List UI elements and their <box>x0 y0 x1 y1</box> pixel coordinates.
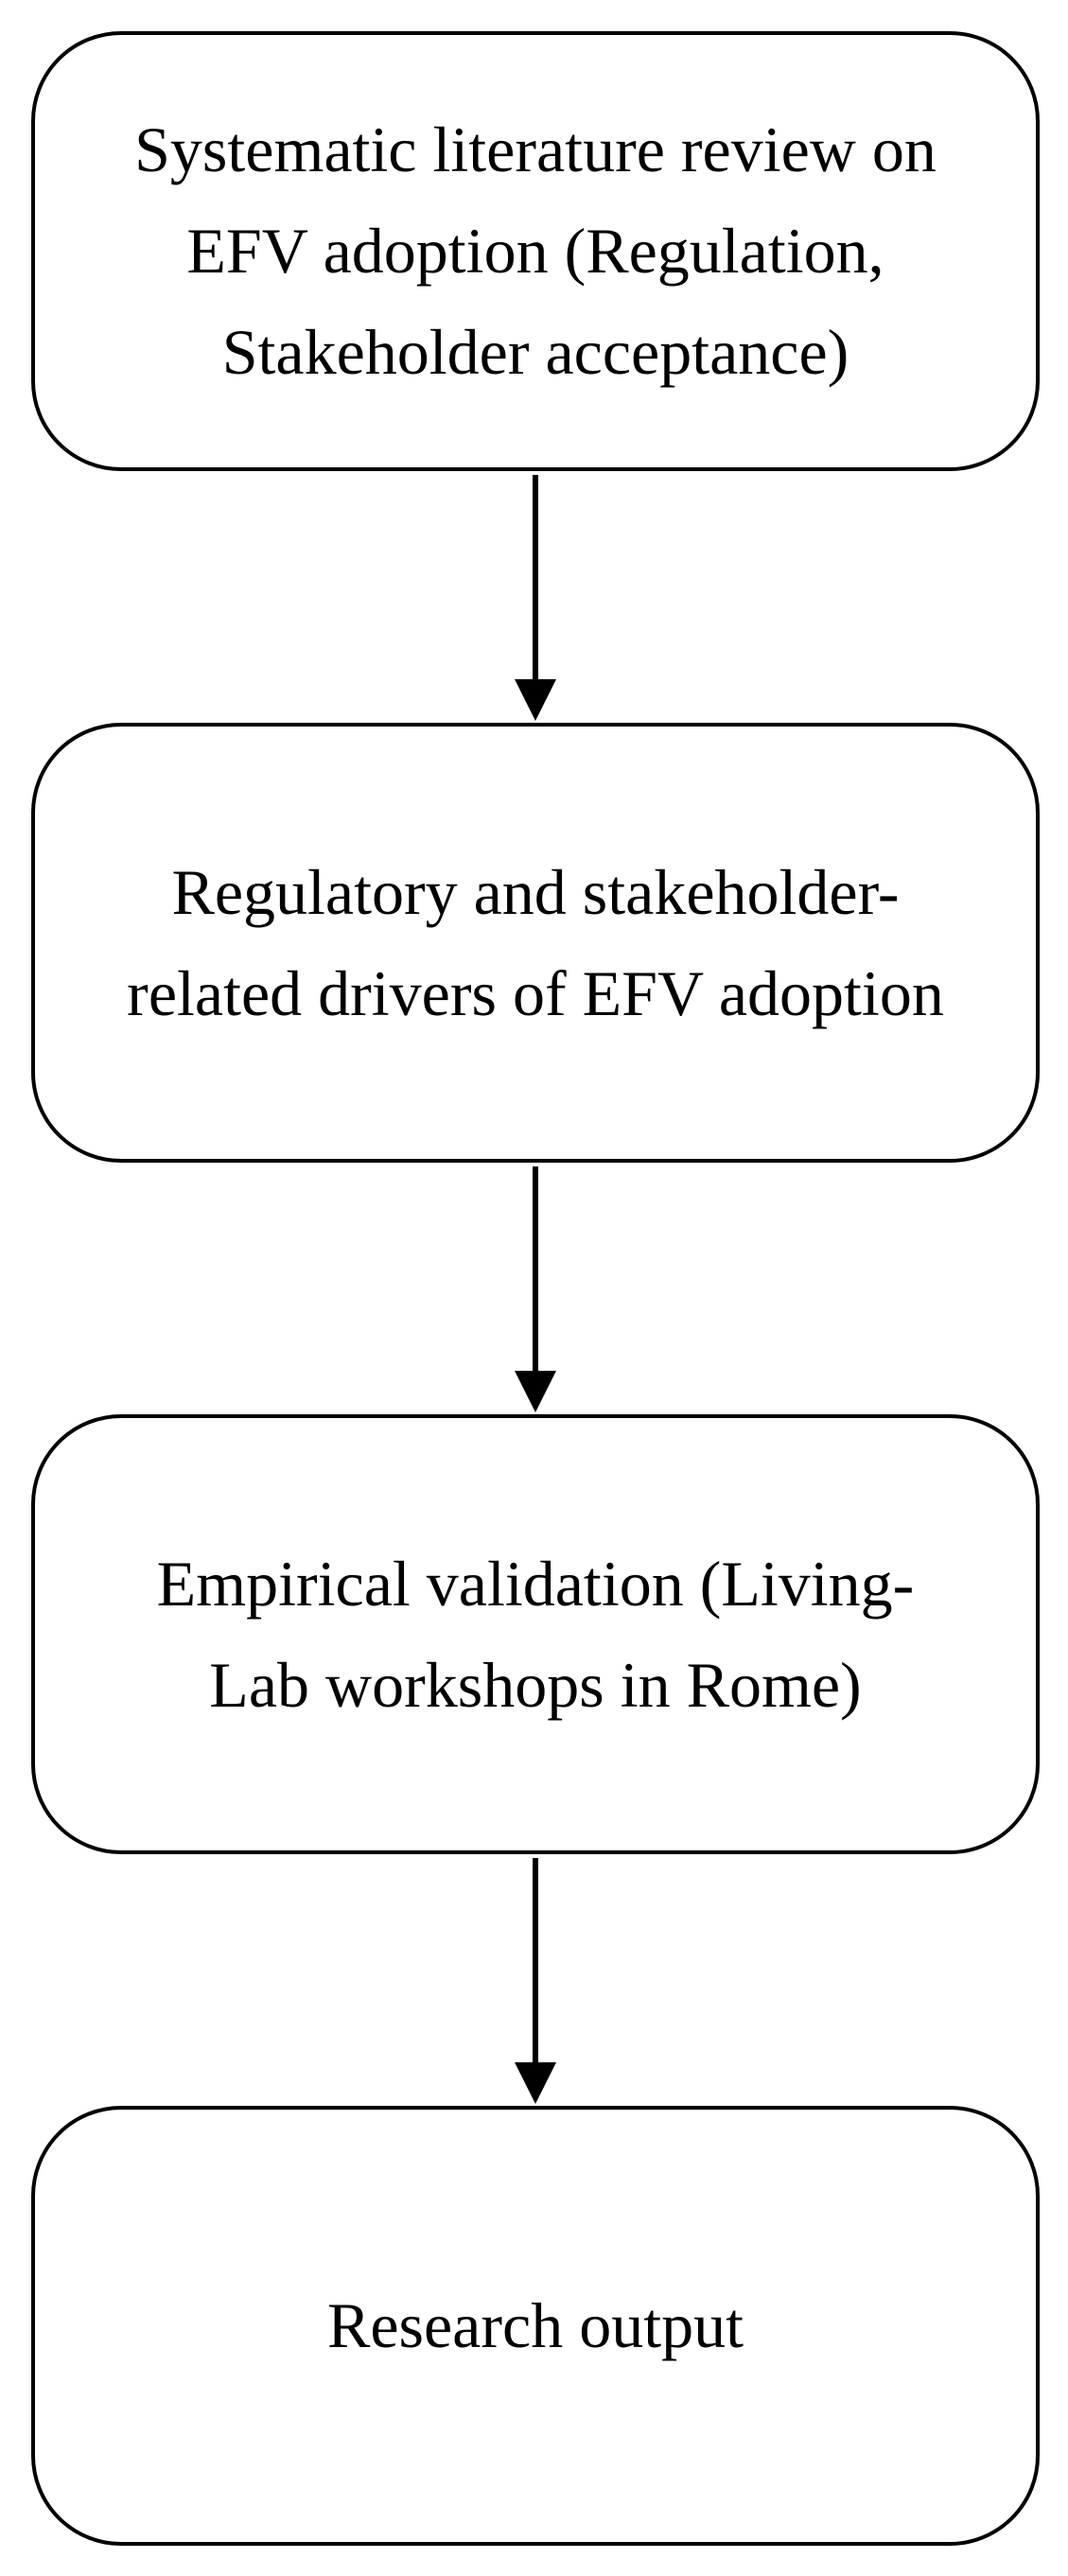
flow-step-label: Research output <box>327 2275 744 2376</box>
flow-step-empirical-validation: Empirical validation (Living- Lab worksh… <box>31 1414 1040 1854</box>
label-line: Regulatory and stakeholder- <box>171 855 900 928</box>
arrow-down-icon <box>515 1166 556 1412</box>
arrow-down-icon <box>515 1858 556 2104</box>
label-line: Systematic literature review on <box>134 114 937 185</box>
label-line: Research output <box>327 2289 744 2361</box>
label-line: Empirical validation (Living- <box>156 1547 915 1620</box>
flow-step-literature-review: Systematic literature review on EFV adop… <box>31 31 1040 471</box>
flow-step-label: Regulatory and stakeholder- related driv… <box>127 842 944 1044</box>
label-line: EFV adoption (Regulation, <box>186 215 884 287</box>
flow-step-research-output: Research output <box>31 2106 1040 2546</box>
flow-step-label: Systematic literature review on EFV adop… <box>134 99 937 403</box>
flow-step-drivers: Regulatory and stakeholder- related driv… <box>31 723 1040 1163</box>
label-line: related drivers of EFV adoption <box>127 956 944 1029</box>
flow-step-label: Empirical validation (Living- Lab worksh… <box>157 1533 915 1736</box>
arrow-down-icon <box>515 475 556 721</box>
label-line: Lab workshops in Rome) <box>209 1648 862 1721</box>
label-line: Stakeholder acceptance) <box>221 316 849 388</box>
